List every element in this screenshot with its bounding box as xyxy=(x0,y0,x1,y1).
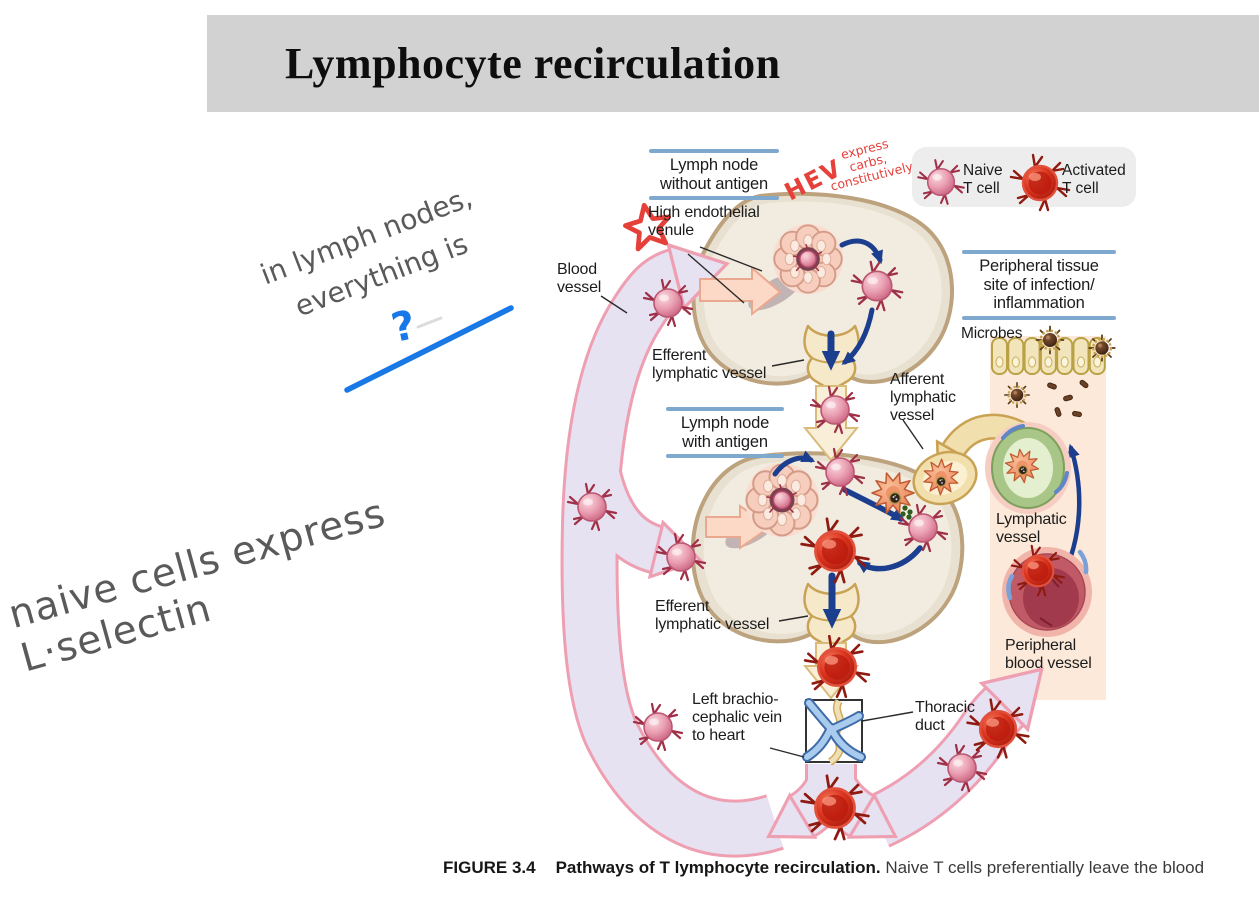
faint-pencil-mark xyxy=(416,316,443,329)
high-endothelial-venule-cross-section xyxy=(771,222,845,296)
bracket-bar xyxy=(649,196,779,201)
label-pointer-lines xyxy=(600,246,924,758)
bracket-bar xyxy=(962,250,1116,254)
high-endothelial-venule-cross-section-2 xyxy=(744,462,820,538)
thoracic-duct-box xyxy=(802,698,866,766)
bracket-bar xyxy=(666,454,784,459)
antigen-particles xyxy=(900,505,913,520)
label-lymphatic-vessel: Lymphatic vessel xyxy=(996,511,1067,547)
label-peripheral-blood-vessel: Peripheral blood vessel xyxy=(1005,637,1092,673)
blue-underline xyxy=(344,305,514,393)
pen-marks xyxy=(344,202,671,393)
bracket-bar xyxy=(962,315,1116,320)
label-efferent-lymphatic-vessel-1: Efferent lymphatic vessel xyxy=(652,347,767,383)
caption-text: Naive T cells preferentially leave the b… xyxy=(885,858,1205,877)
figure-number: FIGURE 3.4 xyxy=(443,858,536,877)
red-star-annotation xyxy=(623,202,671,252)
figure-caption: FIGURE 3.4 Pathways of T lymphocyte recir… xyxy=(443,858,1204,878)
label-thoracic-duct: Thoracic duct xyxy=(915,699,975,735)
label-microbes: Microbes xyxy=(961,325,1023,342)
title-bar: Lymphocyte recirculation xyxy=(207,15,1259,112)
page-title: Lymphocyte recirculation xyxy=(285,39,781,88)
label-lymph-node-with-antigen: Lymph node with antigen xyxy=(666,404,784,461)
label-efferent-lymphatic-vessel-2: Efferent lymphatic vessel xyxy=(655,598,770,634)
naive-t-cell xyxy=(632,702,684,752)
label-brachiocephalic-vein: Left brachio- cephalic vein to heart xyxy=(692,691,782,745)
bracket-bar xyxy=(649,149,779,153)
caption-title: Pathways of T lymphocyte recirculation. xyxy=(555,858,881,877)
label-lymph-node-without-antigen: Lymph node without antigen xyxy=(649,146,779,203)
legend-naive-label: Naive T cell xyxy=(963,162,1003,197)
bracket-bar xyxy=(666,407,784,411)
label-blood-vessel: Blood vessel xyxy=(557,261,602,297)
legend-activated-label: Activated T cell xyxy=(1062,162,1126,197)
label-high-endothelial-venule: High endothelial venule xyxy=(648,204,760,240)
label-afferent-lymphatic-vessel: Afferent lymphatic vessel xyxy=(890,371,956,425)
label-peripheral-tissue: Peripheral tissue site of infection/ inf… xyxy=(962,247,1116,323)
